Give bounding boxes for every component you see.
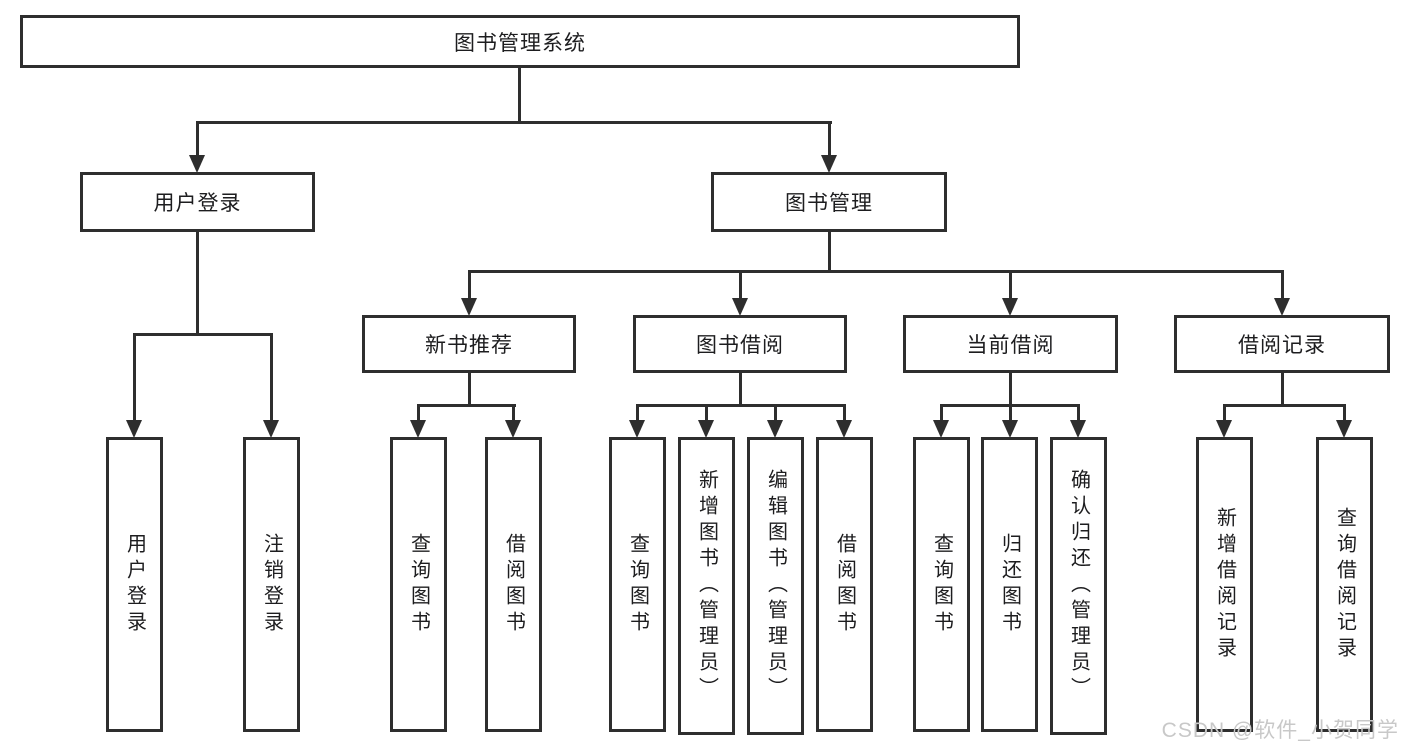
node-label: 查询图书 <box>407 532 430 637</box>
connector-stem-book-mgmt <box>828 121 831 158</box>
connector-stem-leaf <box>1223 404 1226 423</box>
node-book-borrowing: 图书借阅 <box>633 315 847 373</box>
connector-stem-leaf <box>774 404 777 423</box>
connector-bookmgmt-bus <box>468 270 1284 273</box>
csdn-watermark: CSDN @软件_小贺同学 <box>1161 719 1399 742</box>
node-label: 归还图书 <box>998 532 1021 637</box>
node-current-borrowing: 当前借阅 <box>903 315 1118 373</box>
arrow-down-icon <box>1216 420 1232 438</box>
node-book-management: 图书管理 <box>711 172 947 232</box>
node-label: 新增借阅记录 <box>1213 506 1236 663</box>
connector-stem-leaf <box>133 333 136 423</box>
node-label: 用户登录 <box>153 192 242 215</box>
connector-stem-leaf <box>512 404 515 423</box>
leaf-return-books: 归还图书 <box>981 437 1038 732</box>
arrow-down-icon <box>1002 420 1018 438</box>
connector-stem-user-login <box>196 121 199 158</box>
arrow-down-icon <box>767 420 783 438</box>
connector-stem-leaf <box>1009 404 1012 423</box>
arrow-down-icon <box>629 420 645 438</box>
connector-newbook-drop <box>468 373 471 407</box>
node-label: 用户登录 <box>123 532 146 637</box>
node-label: 新增图书（管理员） <box>695 469 718 703</box>
connector-stem-newbook <box>468 270 471 301</box>
arrow-down-icon <box>1336 420 1352 438</box>
arrow-down-icon <box>505 420 521 438</box>
connector-stem-current <box>1009 270 1012 301</box>
arrow-down-icon <box>1274 298 1290 316</box>
node-label: 编辑图书（管理员） <box>764 469 787 703</box>
leaf-edit-books-admin: 编辑图书（管理员） <box>747 437 804 735</box>
leaf-query-books-recommend: 查询图书 <box>390 437 447 732</box>
node-label: 借阅图书 <box>502 532 525 637</box>
connector-borrow-bus <box>636 404 846 407</box>
connector-current-drop <box>1009 373 1012 407</box>
connector-borrow-drop <box>739 373 742 407</box>
connector-stem-leaf <box>843 404 846 423</box>
node-label: 借阅记录 <box>1238 334 1326 357</box>
connector-stem-leaf <box>417 404 420 423</box>
leaf-confirm-return-admin: 确认归还（管理员） <box>1050 437 1107 735</box>
leaf-borrow-books: 借阅图书 <box>816 437 873 732</box>
node-borrowing-records: 借阅记录 <box>1174 315 1390 373</box>
arrow-down-icon <box>461 298 477 316</box>
leaf-borrow-books-recommend: 借阅图书 <box>485 437 542 732</box>
node-new-book-recommend: 新书推荐 <box>362 315 576 373</box>
arrow-down-icon <box>189 155 205 173</box>
connector-bookmgmt-drop <box>828 232 831 273</box>
leaf-query-books-current: 查询图书 <box>913 437 970 732</box>
leaf-query-borrow-record: 查询借阅记录 <box>1316 437 1373 732</box>
arrow-down-icon <box>263 420 279 438</box>
connector-newbook-bus <box>417 404 516 407</box>
connector-stem-records <box>1281 270 1284 301</box>
connector-root-drop <box>518 68 521 124</box>
arrow-down-icon <box>933 420 949 438</box>
connector-stem-leaf <box>270 333 273 423</box>
node-label: 注销登录 <box>260 532 283 637</box>
node-label: 新书推荐 <box>425 334 513 357</box>
leaf-add-borrow-record: 新增借阅记录 <box>1196 437 1253 732</box>
node-root-library-system: 图书管理系统 <box>20 15 1020 68</box>
node-label: 图书管理 <box>785 192 873 215</box>
arrow-down-icon <box>821 155 837 173</box>
connector-stem-leaf <box>705 404 708 423</box>
connector-stem-leaf <box>1343 404 1346 423</box>
connector-stem-borrow <box>739 270 742 301</box>
arrow-down-icon <box>698 420 714 438</box>
arrow-down-icon <box>732 298 748 316</box>
leaf-logout: 注销登录 <box>243 437 300 732</box>
node-label: 图书借阅 <box>696 334 784 357</box>
node-label: 当前借阅 <box>966 334 1055 357</box>
node-label: 查询图书 <box>626 532 649 637</box>
connector-records-bus <box>1223 404 1346 407</box>
connector-records-drop <box>1281 373 1284 407</box>
node-user-login: 用户登录 <box>80 172 315 232</box>
connector-userlogin-bus <box>133 333 273 336</box>
node-label: 借阅图书 <box>833 532 856 637</box>
connector-stem-leaf <box>636 404 639 423</box>
leaf-user-login: 用户登录 <box>106 437 163 732</box>
arrow-down-icon <box>1070 420 1086 438</box>
connector-stem-leaf <box>1077 404 1080 423</box>
connector-userlogin-drop <box>196 232 199 336</box>
connector-root-bus <box>196 121 832 124</box>
arrow-down-icon <box>410 420 426 438</box>
leaf-query-books-borrow: 查询图书 <box>609 437 666 732</box>
arrow-down-icon <box>836 420 852 438</box>
connector-stem-leaf <box>940 404 943 423</box>
node-label: 查询借阅记录 <box>1333 506 1356 663</box>
arrow-down-icon <box>1002 298 1018 316</box>
arrow-down-icon <box>126 420 142 438</box>
leaf-add-books-admin: 新增图书（管理员） <box>678 437 735 735</box>
node-label: 查询图书 <box>930 532 953 637</box>
node-label: 图书管理系统 <box>454 31 586 55</box>
node-label: 确认归还（管理员） <box>1067 469 1090 703</box>
